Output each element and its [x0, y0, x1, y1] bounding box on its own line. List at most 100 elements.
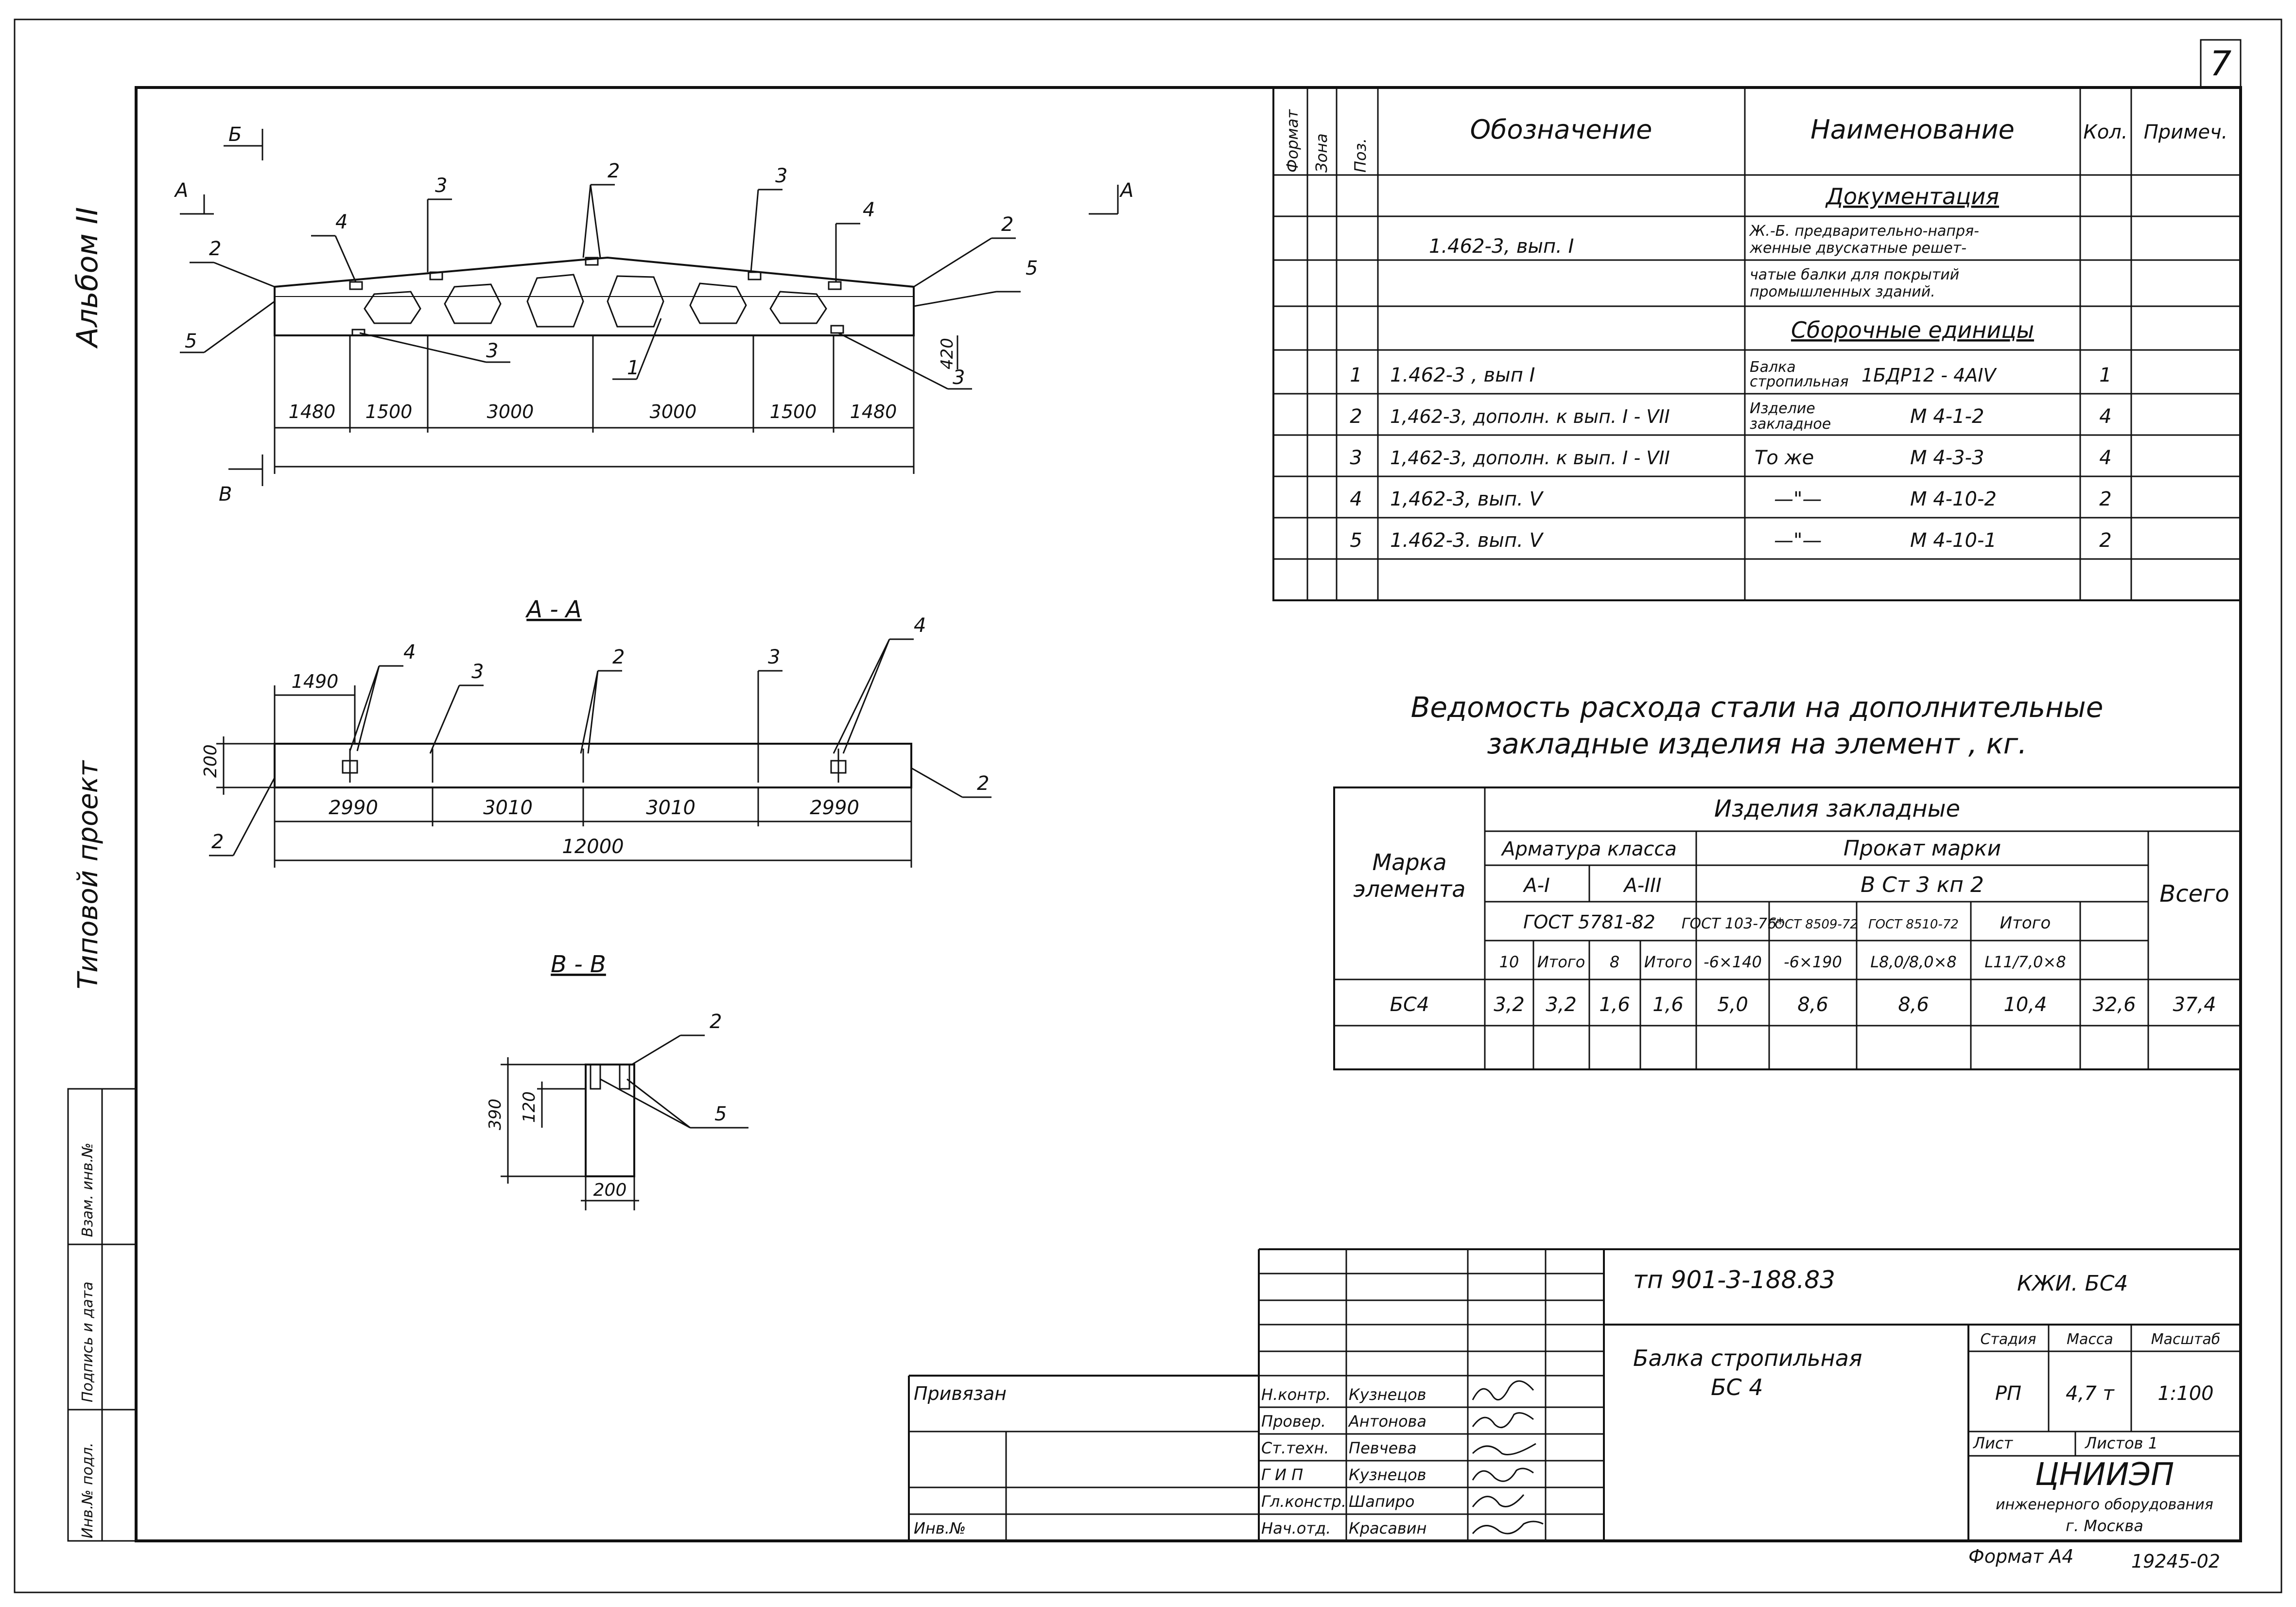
- signer-role: Провер.: [1261, 1412, 1326, 1431]
- dim-total: 12000: [562, 836, 624, 858]
- spec-name: чатые балки для покрытий: [1750, 266, 1959, 283]
- section-aa-title: А - А: [525, 596, 582, 623]
- spec-header-name: Наименование: [1810, 114, 2015, 145]
- sheets-label: Листов 1: [2085, 1434, 2158, 1452]
- pos-label: 4: [335, 211, 348, 233]
- pos-label: 4: [403, 641, 416, 664]
- section-aa-height-dim: 200: [201, 744, 221, 778]
- signer-name: Кузнецов: [1349, 1385, 1426, 1404]
- dim-label: 1500: [770, 401, 817, 422]
- stage-header: Стадия: [1980, 1331, 2036, 1348]
- dim-label: 200: [593, 1180, 627, 1200]
- steel-title-2: закладные изделия на элемент , кг.: [1487, 727, 2027, 760]
- scale-value: 1:100: [2157, 1382, 2213, 1405]
- steel-sub: 8: [1610, 953, 1619, 971]
- format-label: Формат А4: [1968, 1546, 2073, 1567]
- steel-h-mark: Марка: [1372, 849, 1446, 875]
- pos-label: 3: [486, 340, 498, 362]
- pos-label: 2: [710, 1011, 722, 1033]
- steel-cell: 37,4: [2173, 994, 2216, 1016]
- spec-header-zone: Зона: [1312, 133, 1331, 173]
- signer-name: Шапиро: [1349, 1492, 1414, 1511]
- spec-desig: 1.462-3, вып. I: [1429, 235, 1574, 258]
- stamp-vzam-inv: Взам. инв.№: [79, 1143, 96, 1237]
- spec-desig: 1,462-3, дополн. к вып. I - VII: [1390, 406, 1670, 427]
- spec-pos: 1: [1350, 364, 1362, 386]
- dim-label: 1500: [365, 401, 413, 422]
- steel-h-g8510: ГОСТ 8510-72: [1868, 917, 1959, 932]
- mass-value: 4,7 т: [2066, 1382, 2115, 1405]
- steel-sub: L8,0/8,0×8: [1870, 953, 1957, 971]
- pos-label: 3: [435, 175, 447, 197]
- spec-qty: 4: [2099, 405, 2111, 428]
- steel-h-itogo: Итого: [2000, 913, 2051, 933]
- steel-sub: 10: [1499, 953, 1519, 971]
- signer-name: Кузнецов: [1349, 1466, 1426, 1484]
- spec-mark: М 4-1-2: [1910, 405, 1984, 428]
- spec-name: —"—: [1774, 529, 1822, 552]
- stage-value: РП: [1995, 1382, 2021, 1405]
- spec-mark: 1БДР12 - 4АIV: [1861, 365, 1997, 386]
- mass-header: Масса: [2067, 1331, 2113, 1348]
- steel-sub: -6×140: [1704, 953, 1762, 971]
- signer-role: Н.контр.: [1261, 1385, 1331, 1404]
- steel-cell: 8,6: [1797, 994, 1828, 1016]
- privyazan-label: Привязан: [914, 1383, 1007, 1404]
- section-bb-title: В - В: [551, 951, 606, 978]
- spec-section-docs: Документация: [1825, 183, 1999, 210]
- spec-desig: 1,462-3, вып. V: [1390, 488, 1544, 510]
- pos-label: 4: [914, 614, 926, 637]
- steel-cell: 5,0: [1717, 994, 1748, 1016]
- steel-cell: 1,6: [1599, 994, 1630, 1016]
- pos-label: 2: [1001, 213, 1013, 236]
- steel-cell: 1,6: [1652, 994, 1684, 1016]
- section-mark-a-right: А: [1119, 179, 1133, 202]
- dim-label: 3010: [646, 797, 696, 819]
- spec-mark: М 4-3-3: [1910, 447, 1984, 469]
- pos-label: 3: [768, 646, 780, 668]
- steel-cell: 10,4: [2003, 994, 2047, 1016]
- spec-name: Балка: [1750, 359, 1796, 376]
- section-mark-b: Б: [228, 123, 242, 146]
- pos-label: 2: [211, 831, 224, 853]
- stamp-inv-podl: Инв.№ подл.: [79, 1443, 96, 1538]
- pos-label: 5: [1026, 257, 1038, 279]
- steel-sub: Итого: [1644, 953, 1692, 971]
- dim-label: 1480: [850, 401, 897, 422]
- steel-cell: 8,6: [1898, 994, 1929, 1016]
- spec-qty: 4: [2099, 447, 2111, 469]
- pos-label: 2: [608, 160, 620, 182]
- pos-label: 1: [627, 357, 639, 379]
- spec-name: Ж.-Б. предварительно-напря-: [1749, 223, 1979, 240]
- spec-header-format: Формат: [1283, 109, 1302, 173]
- spec-name: закладное: [1750, 416, 1831, 433]
- steel-cell: 32,6: [2092, 994, 2136, 1016]
- section-aa-top-dim: 1490: [292, 671, 339, 692]
- spec-mark: М 4-10-2: [1910, 488, 1997, 510]
- steel-h-mark2: элемента: [1353, 876, 1465, 902]
- signer-role: Гл.констр.: [1261, 1492, 1346, 1511]
- spec-pos: 5: [1350, 529, 1362, 552]
- sheet-code: КЖИ. БС4: [2017, 1271, 2128, 1296]
- signer-name: Антонова: [1348, 1412, 1426, 1431]
- steel-table: Ведомость расхода стали на дополнительны…: [1333, 691, 2242, 1070]
- spec-desig: 1.462-3. вып. V: [1390, 529, 1544, 552]
- steel-h-items: Изделия закладные: [1714, 795, 1960, 822]
- pos-label: 3: [471, 661, 484, 683]
- spec-name: стропильная: [1750, 373, 1848, 390]
- pos-label: 2: [612, 646, 625, 668]
- signer-role: Нач.отд.: [1261, 1519, 1331, 1537]
- signer-role: Ст.техн.: [1261, 1439, 1329, 1457]
- org-city: г. Москва: [2066, 1517, 2143, 1535]
- spec-pos: 4: [1350, 488, 1362, 510]
- steel-h-a3: А-III: [1622, 874, 1661, 897]
- dim-label: 2990: [329, 797, 378, 819]
- specification-table: Формат Зона Поз. Обозначение Наименовани…: [1272, 87, 2242, 601]
- page-number: 7: [2210, 44, 2232, 84]
- pos-label: 5: [714, 1103, 727, 1125]
- dim-label: 3010: [483, 797, 533, 819]
- steel-sub: -6×190: [1784, 953, 1842, 971]
- org-name: инженерного оборудования: [1996, 1496, 2213, 1513]
- dim-label: 3000: [487, 401, 534, 422]
